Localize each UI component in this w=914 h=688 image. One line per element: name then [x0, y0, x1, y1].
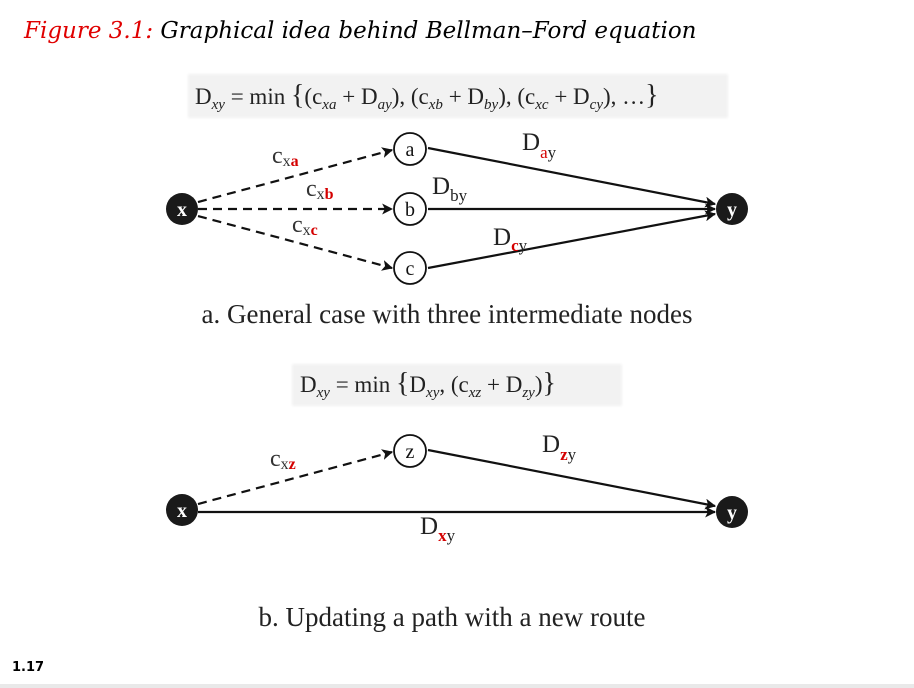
- caption-a: a. General case with three intermediate …: [201, 299, 692, 329]
- node-b-label: b: [405, 199, 415, 221]
- label-cxa: cxa: [272, 143, 299, 170]
- node-a-label: a: [406, 139, 415, 161]
- edge-c-y: [427, 210, 717, 270]
- label-dcy: Dcy: [493, 224, 528, 255]
- equation-b-background: [292, 364, 622, 406]
- edge-x-a: [197, 147, 394, 204]
- node-y-b-label: y: [727, 502, 737, 524]
- label-dxy: Dxy: [420, 513, 456, 545]
- label-cxz: cxz: [270, 446, 296, 473]
- node-a: [393, 132, 427, 166]
- node-y-a: [716, 193, 748, 225]
- equation-a-background: [188, 74, 728, 118]
- label-cxb: cxb: [306, 176, 334, 203]
- caption-b: b. Updating a path with a new route: [259, 602, 646, 632]
- node-b: [393, 192, 427, 226]
- title-text: Graphical idea behind Bellman–Ford equat…: [153, 18, 697, 44]
- node-y-a-label: y: [727, 199, 737, 221]
- slide-title: Figure 3.1: Graphical idea behind Bellma…: [24, 18, 696, 44]
- node-x-a-label: x: [177, 199, 187, 221]
- node-z: [393, 434, 427, 468]
- node-c-label: c: [406, 258, 415, 280]
- node-x-b-label: x: [177, 500, 187, 522]
- edge-x-c: [197, 214, 394, 271]
- node-y-b: [716, 496, 748, 528]
- label-cxc: cxc: [292, 212, 318, 239]
- node-z-label: z: [406, 441, 415, 463]
- equation-a: Dxy = min {(cxa + Day), (cxb + Dby), (cx…: [195, 80, 659, 113]
- edge-x-z: [197, 449, 394, 506]
- slide-number: 1.17: [12, 660, 45, 675]
- label-dzy: Dzy: [542, 431, 577, 464]
- node-c: [393, 251, 427, 285]
- edge-a-y: [427, 146, 717, 208]
- diagram-b: Dxy = min {Dxy, (cxz + Dzy)} x y z cxz D…: [166, 364, 748, 632]
- footer-band: [0, 684, 914, 688]
- node-x-b: [166, 494, 198, 526]
- label-dby: Dby: [432, 173, 468, 205]
- node-x-a: [166, 193, 198, 225]
- figure-label: Figure 3.1:: [24, 18, 154, 44]
- diagram-a: Dxy = min {(cxa + Day), (cxb + Dby), (cx…: [166, 74, 748, 329]
- label-day: Day: [522, 129, 557, 162]
- edge-z-y: [427, 448, 717, 510]
- equation-b: Dxy = min {Dxy, (cxz + Dzy)}: [300, 368, 556, 401]
